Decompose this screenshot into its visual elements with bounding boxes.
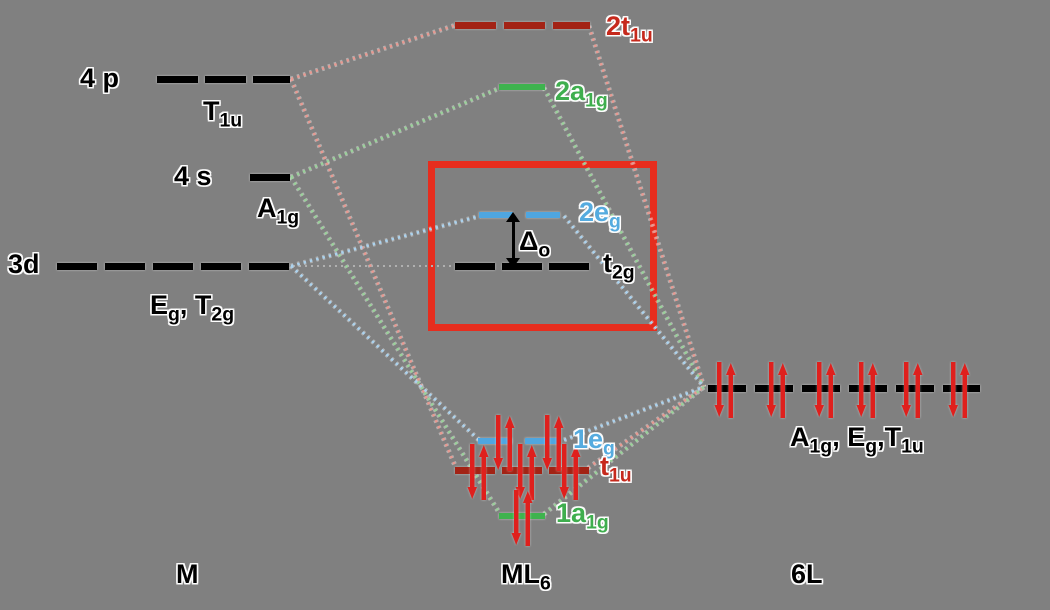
t1u-correlation-lines xyxy=(289,23,706,470)
blue-line-halo xyxy=(289,213,706,443)
label-t1u: t1u xyxy=(600,451,632,487)
delta-o-arrow xyxy=(503,212,523,268)
level-t2g xyxy=(455,263,589,270)
label-4p: 4 p xyxy=(80,63,120,93)
column-label-ligand: 6L xyxy=(791,559,823,589)
label-4s: 4 s xyxy=(174,161,212,191)
electron-pair xyxy=(856,362,878,418)
electron-pair xyxy=(493,415,515,471)
label-1eg: 1eg xyxy=(573,424,615,460)
electron-pair xyxy=(948,362,970,418)
pink-line-halo xyxy=(288,22,707,471)
arrowhead-down xyxy=(506,258,520,268)
level-1eg xyxy=(478,438,565,444)
electron-pair xyxy=(511,490,533,546)
electron-pair xyxy=(766,362,788,418)
arrowhead-up xyxy=(506,212,520,222)
label-2a1g: 2a1g xyxy=(555,76,608,112)
label-3d: 3d xyxy=(8,249,40,279)
electron-pair xyxy=(714,362,736,418)
level-4s xyxy=(250,174,290,181)
label-eg-t2g-symmetry: Eg, T2g xyxy=(150,290,235,326)
label-a1g-symmetry: A1g xyxy=(257,193,300,229)
label-2t1u: 2t1u xyxy=(606,11,653,47)
label-t2g: t2g xyxy=(603,248,635,284)
level-4p xyxy=(157,76,290,83)
arrow-shaft xyxy=(511,221,515,259)
level-6l xyxy=(708,385,980,392)
electron-pair xyxy=(467,444,489,500)
label-2eg: 2eg xyxy=(579,197,621,233)
level-3d xyxy=(57,263,290,270)
column-label-complex: ML6 xyxy=(501,559,551,595)
label-1a1g: 1a1g xyxy=(556,498,609,534)
highlight-box xyxy=(428,161,657,331)
electron-pair xyxy=(901,362,923,418)
level-1a1g xyxy=(499,513,545,519)
label-delta-o: Δo xyxy=(519,226,551,262)
label-t1u-symmetry: T1u xyxy=(203,96,243,132)
level-2t1u xyxy=(455,22,590,29)
level-2a1g xyxy=(499,84,545,90)
label-ligand-symmetry: A1g, Eg,T1u xyxy=(790,422,924,458)
eg-correlation-lines xyxy=(290,214,706,442)
level-2eg xyxy=(479,212,565,218)
electron-pair xyxy=(814,362,836,418)
column-label-metal: M xyxy=(176,559,199,589)
